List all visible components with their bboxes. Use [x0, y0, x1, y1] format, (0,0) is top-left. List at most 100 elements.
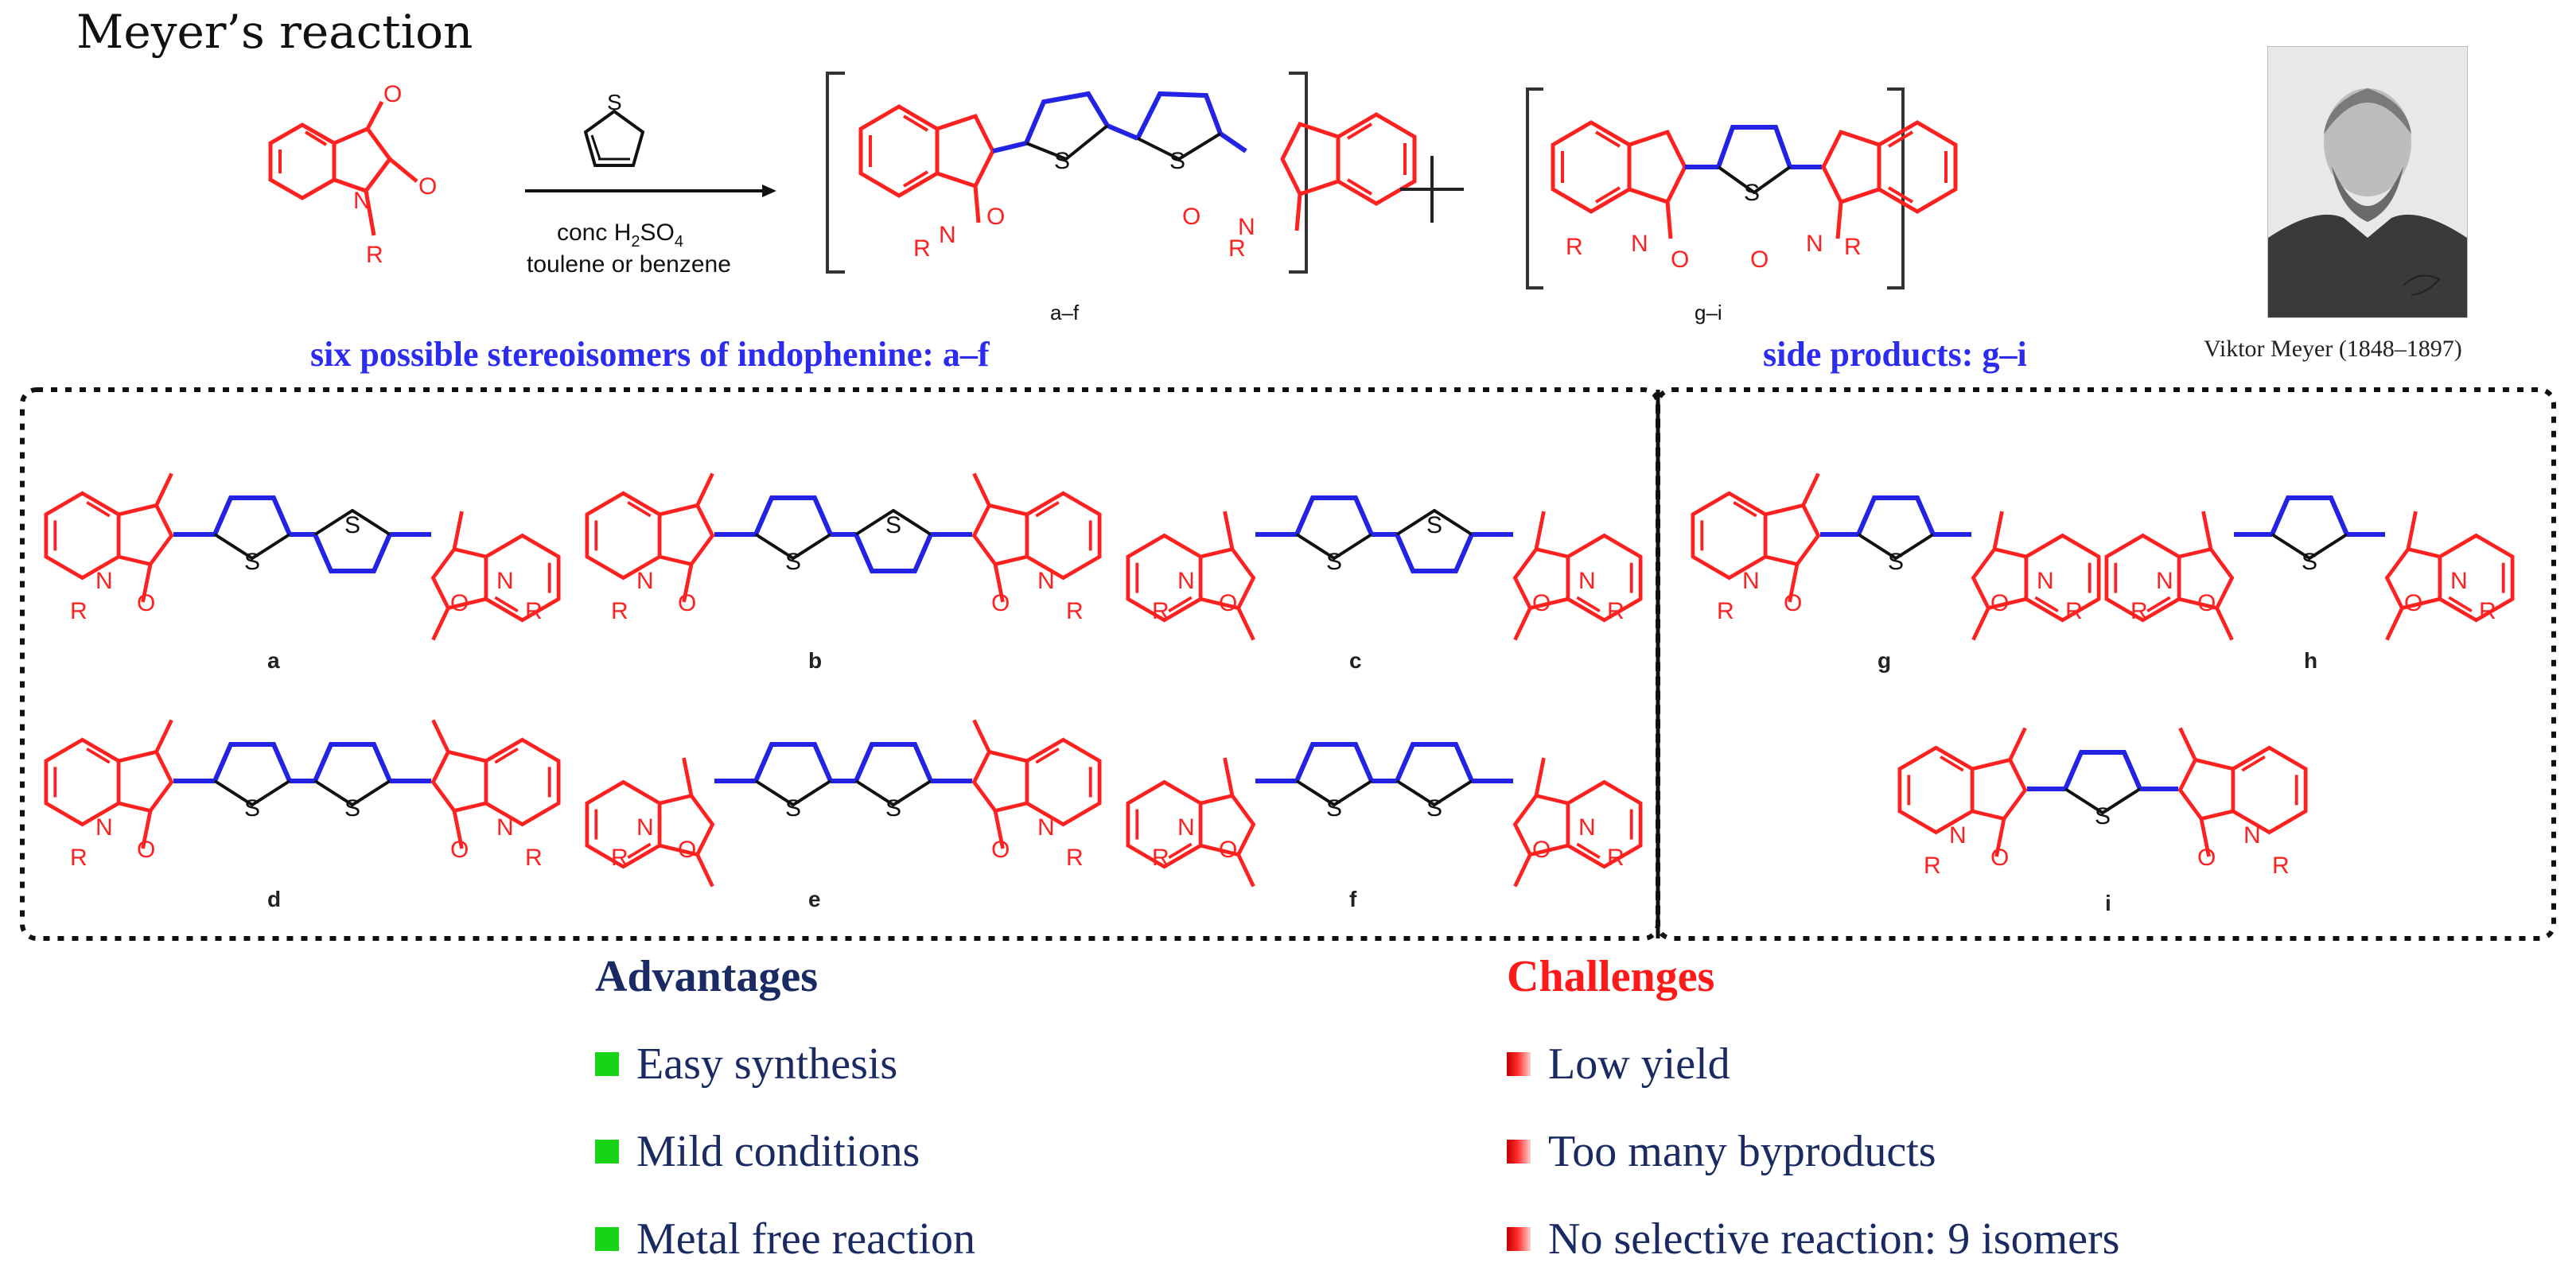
challenge-item: Too many byproducts	[1507, 1126, 1936, 1177]
advantage-item: Easy synthesis	[595, 1039, 897, 1090]
o-atom: O	[991, 837, 1010, 863]
r-group: R	[1607, 845, 1625, 871]
oxindole-fragment	[971, 472, 1102, 603]
main-product-n2: N	[1238, 214, 1255, 240]
thiophene-sulfur-bonds	[1395, 779, 1473, 807]
o-atom: O	[450, 837, 469, 863]
reagent-line-2: toulene or benzene	[527, 251, 731, 278]
o-atom: O	[1784, 590, 1802, 616]
thiophene-ring	[313, 742, 392, 783]
thiophene-sulfur-bonds	[1857, 533, 1935, 561]
oxindole-fragment	[971, 719, 1102, 849]
r-group: R	[2130, 598, 2148, 624]
r-group: R	[525, 598, 543, 624]
n-atom: N	[636, 568, 654, 594]
main-product-s2: S	[1169, 148, 1185, 174]
r-group: R	[70, 845, 88, 871]
main-product-o2: O	[1182, 204, 1200, 230]
side-product-structure	[1553, 122, 1955, 239]
advantage-item: Mild conditions	[595, 1126, 920, 1177]
oxindole-fragment	[430, 719, 561, 849]
side-product-n2: N	[1806, 231, 1823, 257]
thiophene-icon	[583, 109, 645, 167]
oxindole-fragment	[1512, 757, 1643, 888]
isatin-n: N	[353, 188, 371, 214]
thiophene-sulfur-bonds	[1295, 533, 1373, 561]
thiophene-ring	[2063, 750, 2142, 791]
o-atom: O	[137, 837, 155, 863]
thiophene-s: S	[2302, 549, 2317, 575]
o-atom: O	[1532, 590, 1551, 616]
isomers-box	[20, 387, 1660, 941]
n-atom: N	[1742, 568, 1760, 594]
thiophene-s: S	[785, 549, 801, 575]
thiophene-s: S	[885, 512, 901, 538]
n-atom: N	[95, 568, 113, 594]
side-product-label: g–i	[1695, 301, 1722, 324]
thiophene-sulfur-bonds	[213, 779, 291, 807]
isatin-o-top: O	[383, 81, 402, 107]
o-atom: O	[1990, 845, 2009, 871]
thiophene-sulfur-bonds	[1395, 508, 1473, 536]
o-atom: O	[1532, 837, 1551, 863]
oxindole-fragment	[1897, 727, 2028, 857]
main-product-s1: S	[1054, 148, 1070, 174]
r-group: R	[2272, 853, 2290, 879]
isomer-label-f: f	[1349, 887, 1357, 911]
oxindole-fragment	[585, 472, 715, 603]
oxindole-fragment	[1126, 511, 1256, 641]
o-atom: O	[678, 590, 696, 616]
green-square-icon	[595, 1140, 619, 1164]
thiophene-s: S	[1426, 795, 1442, 822]
reagent-line-1: conc H2SO4	[557, 219, 683, 251]
n-atom: N	[1578, 814, 1596, 841]
thiophene-sulfur-bonds	[754, 533, 832, 561]
main-product-label: a–f	[1050, 301, 1080, 324]
oxindole-fragment	[1126, 757, 1256, 888]
oxindole-fragment	[2384, 511, 2515, 641]
side-product-o1: O	[1671, 247, 1689, 273]
challenge-item: No selective reaction: 9 isomers	[1507, 1214, 2119, 1265]
thiophene-sulfur-bonds	[313, 508, 391, 536]
r-group: R	[1152, 845, 1169, 871]
thiophene-s: S	[1426, 512, 1442, 538]
portrait-caption: Viktor Meyer (1848–1897)	[2204, 336, 2462, 362]
r-group: R	[1607, 598, 1625, 624]
oxindole-fragment	[2177, 727, 2308, 857]
side-product-r2: R	[1844, 234, 1862, 260]
advantage-item: Metal free reaction	[595, 1214, 975, 1265]
thiophene-ring	[2270, 495, 2349, 536]
side-products-box	[1656, 387, 2556, 941]
n-atom: N	[2037, 568, 2054, 594]
isomer-label-h: h	[2304, 648, 2318, 673]
r-group: R	[1066, 845, 1084, 871]
o-atom: O	[450, 590, 469, 616]
r-group: R	[525, 845, 543, 871]
main-product-o1: O	[986, 204, 1005, 230]
r-group: R	[1066, 598, 1084, 624]
thiophene-sulfur-bonds	[854, 779, 932, 807]
isomer-label-i: i	[2105, 891, 2111, 915]
thiophene-sulfur-bonds	[1295, 779, 1373, 807]
stereoisomers-heading: six possible stereoisomers of indophenin…	[310, 335, 990, 374]
r-group: R	[70, 598, 88, 624]
n-atom: N	[2156, 568, 2173, 594]
r-group: R	[611, 845, 628, 871]
thiophene-sulfur-bonds	[754, 779, 832, 807]
oxindole-fragment	[1512, 511, 1643, 641]
o-atom: O	[2404, 590, 2422, 616]
main-product-r1: R	[913, 235, 931, 262]
n-atom: N	[1037, 814, 1055, 841]
r-group: R	[611, 598, 628, 624]
n-atom: N	[2243, 822, 2261, 849]
n-atom: N	[1949, 822, 1967, 849]
oxindole-fragment	[44, 719, 174, 849]
isatin-reactant	[268, 100, 418, 236]
thiophene-ring	[313, 533, 392, 573]
thiophene-ring	[854, 742, 933, 783]
o-atom: O	[1990, 590, 2009, 616]
thiophene-ring	[1294, 742, 1374, 783]
n-atom: N	[1177, 814, 1195, 841]
